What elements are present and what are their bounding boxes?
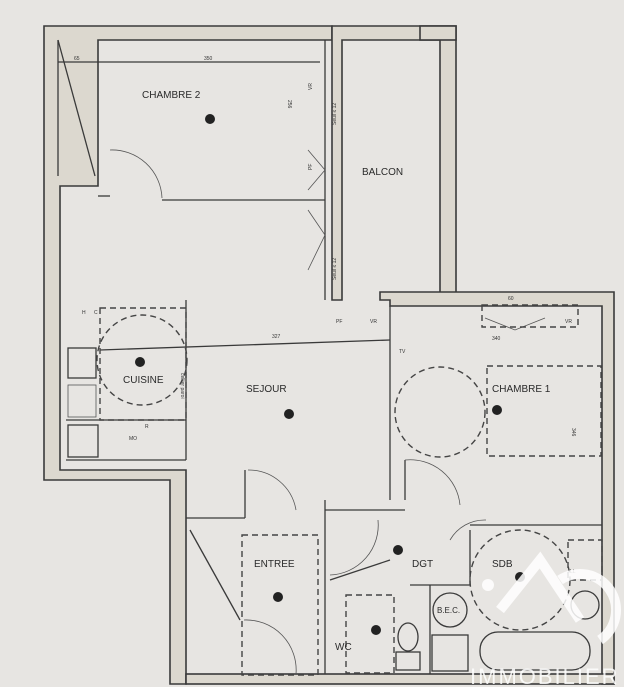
dimension-346: 346 <box>570 428 576 437</box>
dimension-327: 327 <box>272 334 281 340</box>
annotation-seuil-2: Seuil ≤ 12 <box>332 258 338 280</box>
iad-watermark-logo: IMMOBILIER <box>470 551 622 687</box>
dimension-65: 65 <box>74 56 80 62</box>
annotation-vr-3: VR <box>565 319 572 325</box>
annotation-c: C <box>94 310 98 316</box>
watermark-text: IMMOBILIER <box>470 664 620 687</box>
annotation-vr-1: VR <box>370 319 377 325</box>
annotation-pf-1: PF <box>336 319 342 325</box>
interior-walls <box>57 39 602 674</box>
doors <box>109 149 546 675</box>
room-label-cuisine: CUISINE <box>123 375 164 386</box>
room-label-balcon: BALCON <box>362 167 403 178</box>
room-label-chambre-1: CHAMBRE 1 <box>492 384 551 395</box>
annotation-cuisine-note: cellier paroi <box>179 373 185 399</box>
annotation-h: H <box>82 310 86 316</box>
annotation-seuil-1: Seuil ≤ 12 <box>332 103 338 125</box>
walls <box>43 25 615 685</box>
dimension-350: 350 <box>204 56 213 62</box>
light-points <box>135 114 525 635</box>
dimension-256: 256 <box>286 100 292 109</box>
room-label-chambre-2: CHAMBRE 2 <box>142 90 201 101</box>
room-label-sdb: SDB <box>492 559 513 570</box>
room-label-bec: B.E.C. <box>437 606 460 615</box>
room-label-wc: WC <box>335 642 352 653</box>
dimension-340: 340 <box>492 336 501 342</box>
dimension-60: 60 <box>508 296 514 302</box>
annotation-tv: TV <box>399 349 406 355</box>
annotation-vr-2: VR <box>308 83 314 90</box>
annotation-r: R <box>145 424 149 430</box>
annotation-mo: MO <box>129 436 137 442</box>
room-label-sejour: SEJOUR <box>246 384 287 395</box>
annotation-pf-2: PF <box>308 164 314 170</box>
room-label-entree: ENTREE <box>254 559 295 570</box>
room-label-dgt: DGT <box>412 559 433 570</box>
